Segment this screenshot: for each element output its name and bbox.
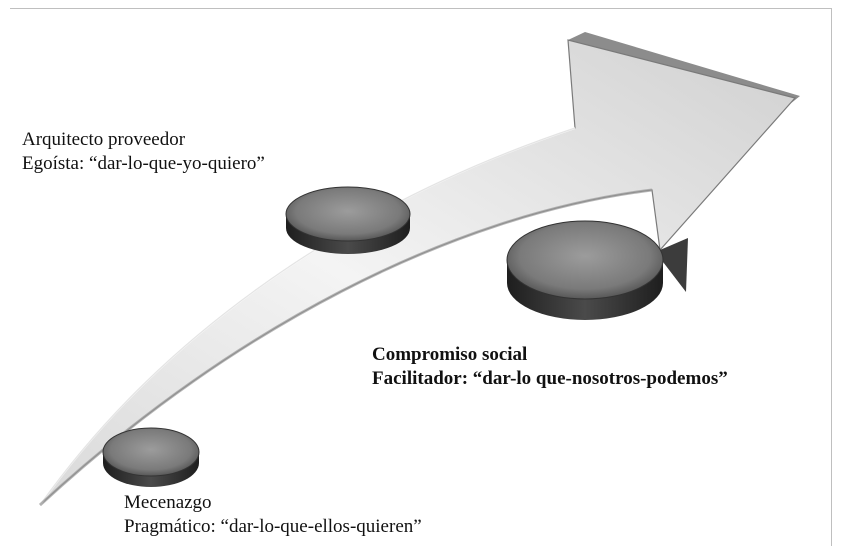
stage-subtitle-mecenazgo: Pragmático: “dar-lo-que-ellos-quieren” bbox=[124, 516, 422, 537]
stage-title-arquitecto: Arquitecto proveedor bbox=[22, 129, 186, 150]
stage-label-arquitecto: Arquitecto proveedor Egoísta: “dar-lo-qu… bbox=[22, 128, 265, 176]
stage-disc-mecenazgo bbox=[102, 427, 200, 487]
frame-border bbox=[10, 8, 832, 546]
stage-title-mecenazgo: Mecenazgo bbox=[124, 492, 212, 513]
stage-subtitle-arquitecto: Egoísta: “dar-lo-que-yo-quiero” bbox=[22, 153, 265, 174]
stage-disc-compromiso bbox=[506, 220, 664, 320]
stage-disc-arquitecto bbox=[285, 186, 411, 254]
arrow-edge-highlight bbox=[39, 127, 576, 506]
stage-title-compromiso: Compromiso social bbox=[372, 344, 528, 365]
stage-label-mecenazgo: Mecenazgo Pragmático: “dar-lo-que-ellos-… bbox=[124, 491, 422, 539]
stage-label-compromiso: Compromiso social Facilitador: “dar-lo q… bbox=[372, 343, 728, 391]
stage-subtitle-compromiso: Facilitador: “dar-lo que-nosotros-podemo… bbox=[372, 368, 728, 389]
